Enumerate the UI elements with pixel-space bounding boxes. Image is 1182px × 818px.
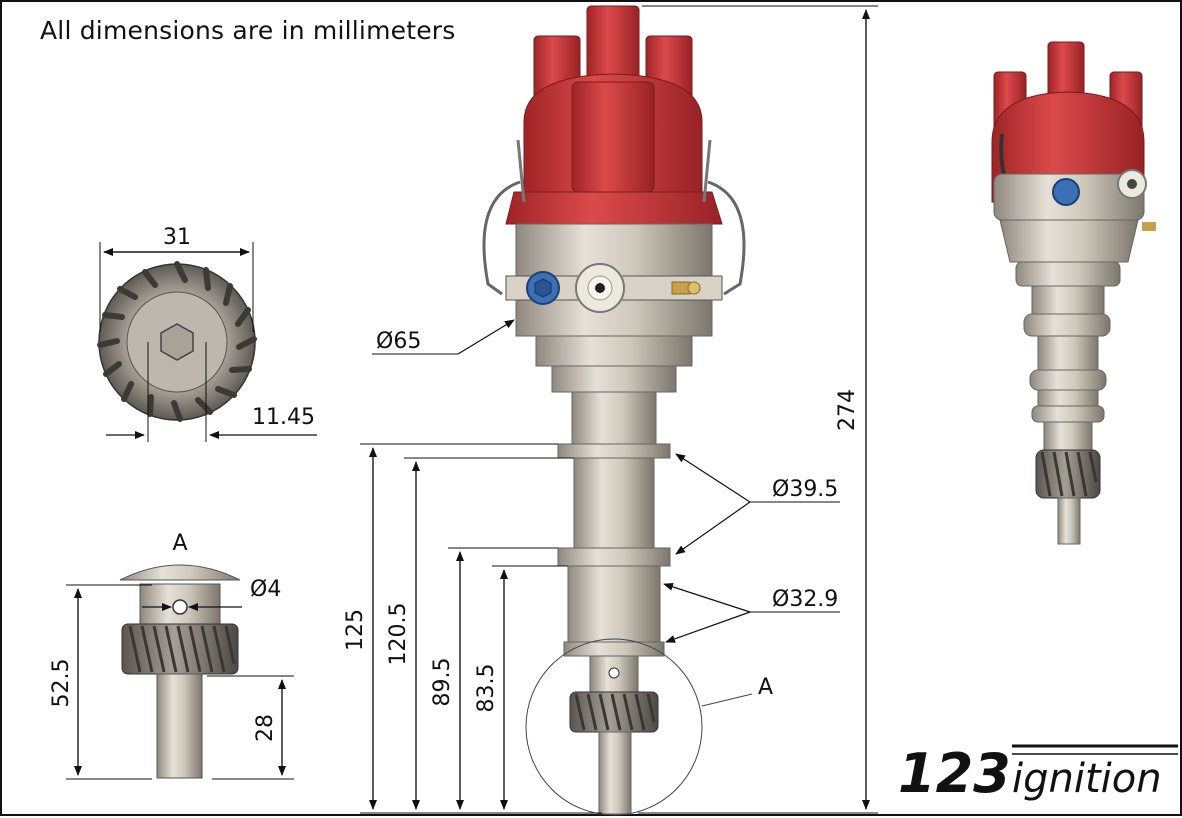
total-height-label: 274 [835,389,860,431]
dim-120-5: 120.5 [386,457,574,810]
gear-top-view [97,261,257,422]
circle-label: A [758,675,773,700]
dim-total-height: 274 [638,5,878,814]
distributor-perspective-view [991,41,1156,545]
dim-gear-width: 31 [99,225,254,332]
logo-number: 123 [898,742,1011,805]
terminal-icon [671,281,691,295]
dim-gear-height: 52.5 [49,584,152,780]
h120-5-label: 120.5 [386,603,411,666]
detail-a-label: A [172,531,187,556]
gear-width-label: 31 [163,225,191,250]
distributor-front-view [482,5,746,816]
pin-hole-label: Ø4 [250,577,281,602]
hex-width-label: 11.45 [252,405,315,430]
gear-height-label: 52.5 [49,659,74,708]
dim-hex-width: 11.45 [106,342,317,442]
body-diameter-label: Ø65 [376,329,421,354]
dim-shank-diameter: Ø32.9 [663,582,840,643]
dim-shaft-length: 28 [207,675,294,780]
h125-label: 125 [343,609,368,651]
brand-logo: 123 ignition [898,742,1178,805]
shaft-length-label: 28 [253,714,278,742]
dim-83-5: 83.5 [474,565,568,810]
dim-pin-hole: Ø4 [142,577,281,611]
h89-5-label: 89.5 [430,658,455,707]
shank-diameter-label: Ø32.9 [772,587,838,612]
h83-5-label: 83.5 [474,664,499,713]
dim-125: 125 [343,443,602,814]
logo-word: ignition [1012,756,1162,802]
collar-diameter-label: Ø39.5 [772,477,838,502]
detail-a-drive-gear [119,564,241,779]
dim-body-diameter: Ø65 [372,319,515,355]
dim-89-5: 89.5 [430,547,558,810]
units-heading: All dimensions are in millimeters [40,16,456,45]
dim-collar-diameter: Ø39.5 [675,453,840,555]
